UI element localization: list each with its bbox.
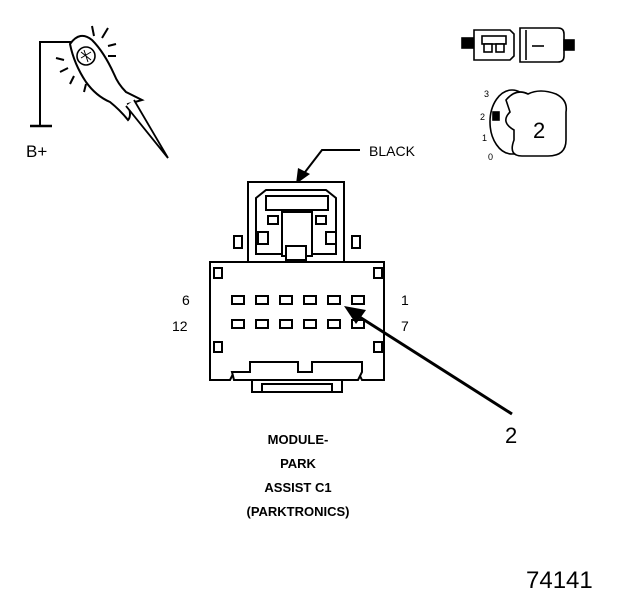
pin-label-6: 6 (182, 292, 190, 308)
position-2-label: 2 (480, 112, 485, 122)
cavity-grid (231, 295, 365, 329)
pin-label-12: 12 (172, 318, 188, 334)
key-position-legend (489, 89, 568, 157)
pin-label-1: 1 (401, 292, 409, 308)
caption-line-2: PARK (280, 456, 316, 471)
connector-color-label: BLACK (369, 143, 416, 159)
position-3-label: 3 (484, 89, 489, 99)
callout-arrow (344, 306, 513, 416)
position-0-label: 0 (488, 152, 493, 162)
caption-line-1: MODULE- (268, 432, 329, 447)
caption: MODULE- PARK ASSIST C1 (PARKTRONICS) (246, 432, 349, 519)
figure-number: 74141 (526, 567, 593, 594)
b-plus-label: B+ (26, 142, 47, 161)
color-leader-arrow (296, 149, 360, 184)
caption-line-3: ASSIST C1 (264, 480, 331, 495)
connector-pictogram (461, 27, 575, 63)
test-light-probe (30, 25, 169, 159)
caption-line-4: (PARKTRONICS) (246, 504, 349, 519)
connector-face (209, 181, 385, 393)
legend-key-number: 2 (533, 118, 545, 143)
callout-number: 2 (505, 423, 517, 448)
pin-label-7: 7 (401, 318, 409, 334)
position-1-label: 1 (482, 133, 487, 143)
